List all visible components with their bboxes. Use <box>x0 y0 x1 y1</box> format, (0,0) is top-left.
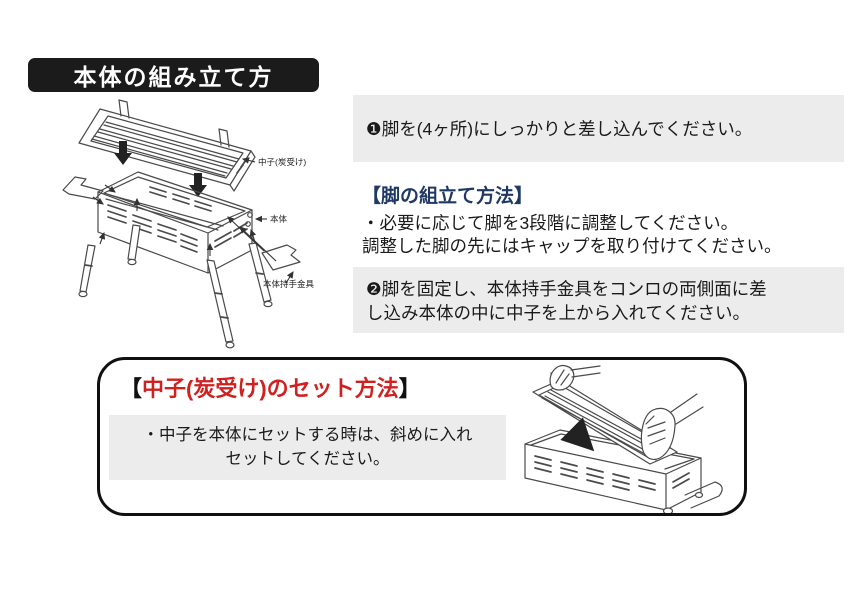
nakago-heading-bracket-open: 【 <box>120 376 143 401</box>
label-handle-bracket: 本体持手金具 <box>263 279 315 289</box>
insert-arrow-down-right <box>189 173 207 197</box>
label-body: 本体 <box>270 214 288 224</box>
leg-section-heading: 【脚の組立て方法】 <box>362 186 534 207</box>
nakago-insert-diagram <box>505 360 745 513</box>
nakago-tray-drawing <box>78 99 256 192</box>
insert-arrow-diagonal <box>560 417 595 452</box>
handle-bracket-right-drawing <box>227 216 301 271</box>
nakago-heading-title: 中子(炭受け)のセット方法 <box>142 376 399 401</box>
page-title: 本体の組み立て方 <box>73 64 274 90</box>
assembly-diagram-svg: 中子(炭受け) 本体 本体持手金具 <box>62 99 315 349</box>
nakago-heading-bracket-close: 】 <box>398 376 421 401</box>
hand-left-drawing <box>549 364 601 391</box>
insert-arrow-down-left <box>114 141 132 165</box>
legs-drawing <box>78 197 273 349</box>
nakago-instruction-box: ・中子を本体にセットする時は、斜めに入れ セットしてください。 <box>109 415 506 480</box>
assembly-diagram: 中子(炭受け) 本体 本体持手金具 <box>55 95 345 355</box>
nakago-callout-box: 【中子(炭受け)のセット方法】 ・中子を本体にセットする時は、斜めに入れ セット… <box>97 357 747 516</box>
leg-section-body: ・必要に応じて脚を3段階に調整してください。 調整した脚の先にはキャップを取り付… <box>362 213 782 256</box>
step1-box: ❶脚を(4ヶ所)にしっかりと差し込んでください。 <box>353 95 844 162</box>
handle-bracket-left-drawing <box>62 176 116 205</box>
nakago-insert-svg <box>524 364 723 513</box>
nakago-heading: 【中子(炭受け)のセット方法】 <box>120 371 421 403</box>
step2-box: ❷脚を固定し、本体持手金具をコンロの両側面に差 し込み本体の中に中子を上から入れ… <box>353 267 844 333</box>
step1-text: ❶脚を(4ヶ所)にしっかりと差し込んでください。 <box>366 119 753 139</box>
label-nakago: 中子(炭受け) <box>258 157 306 167</box>
leg-section: 【脚の組立て方法】 ・必要に応じて脚を3段階に調整してください。 調整した脚の先… <box>362 181 842 258</box>
hand-right-drawing <box>640 393 704 460</box>
grill-body-drawing <box>97 171 253 274</box>
leg-insert-arrows <box>98 197 257 256</box>
page-title-banner: 本体の組み立て方 <box>28 58 319 92</box>
diagram-labels: 中子(炭受け) 本体 本体持手金具 <box>241 157 315 289</box>
